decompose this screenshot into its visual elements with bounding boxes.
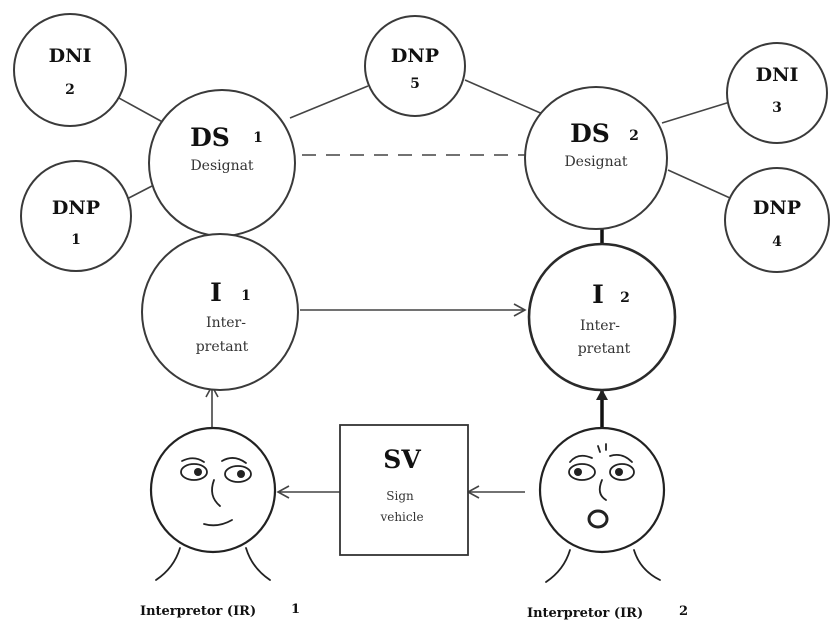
sign-vehicle-box: SV Sign vehicle: [339, 424, 469, 556]
sign-vehicle-abbr: SV: [383, 445, 421, 474]
node-dni-2-num: 2: [65, 82, 75, 98]
node-dnp-5-num: 5: [410, 76, 420, 92]
node-dnp-1-num: 1: [71, 232, 81, 248]
interpreter-2-face-icon: [538, 426, 666, 583]
node-ds-1-label: Designat: [190, 158, 253, 174]
node-dnp-5-name: DNP: [391, 45, 439, 67]
edge-ds1-dnp5: [289, 85, 369, 119]
interpreter-1-num: 1: [291, 602, 300, 617]
node-ds-1: DS 1 Designat: [148, 89, 296, 237]
node-i-2-label-1: Inter-: [580, 318, 620, 334]
node-dnp-4-num: 4: [772, 234, 782, 250]
interpreter-1-label: Interpretor (IR): [140, 604, 256, 619]
node-ds-1-num: 1: [253, 130, 263, 146]
interpreter-1-face-icon: [149, 426, 277, 581]
edge-dnp5-ds2: [464, 79, 546, 116]
node-dnp-4-name: DNP: [753, 197, 801, 219]
node-dnp-4: DNP 4: [724, 167, 830, 273]
node-dni-2-name: DNI: [49, 45, 92, 67]
sign-vehicle-line-2: vehicle: [379, 510, 423, 524]
interpreter-2-label: Interpretor (IR): [527, 606, 643, 621]
sign-vehicle-line-1: Sign: [386, 489, 414, 503]
node-dnp-1: DNP 1: [20, 160, 132, 272]
edge-ds2-dnp4: [667, 169, 731, 199]
node-dni-3-name: DNI: [756, 64, 799, 86]
node-i-2: I 2 Inter- pretant: [527, 242, 677, 392]
node-i-2-name: I: [592, 280, 604, 309]
node-i-1-name: I: [210, 278, 222, 307]
node-dnp-1-name: DNP: [52, 197, 100, 219]
node-i-1-label-1: Inter-: [206, 315, 246, 331]
node-dni-2: DNI 2: [13, 13, 127, 127]
node-dni-3-num: 3: [772, 100, 782, 116]
node-ds-2-name: DS: [570, 119, 610, 148]
interpreter-2-num: 2: [679, 604, 688, 619]
node-i-1-label-2: pretant: [196, 339, 249, 355]
node-i-2-num: 2: [620, 290, 630, 306]
node-ds-1-name: DS: [190, 123, 230, 152]
node-ds-2-label: Designat: [564, 154, 627, 170]
node-ds-2-num: 2: [629, 128, 639, 144]
node-i-1-num: 1: [241, 288, 251, 304]
node-dni-3: DNI 3: [726, 42, 828, 144]
node-i-2-label-2: pretant: [578, 341, 631, 357]
edge-ds2-dni3: [661, 101, 731, 124]
node-i-1: I 1 Inter- pretant: [141, 233, 299, 391]
node-ds-2: DS 2 Designat: [524, 86, 668, 230]
node-dnp-5: DNP 5: [364, 15, 466, 117]
edge-dnp1-ds1: [124, 185, 153, 201]
